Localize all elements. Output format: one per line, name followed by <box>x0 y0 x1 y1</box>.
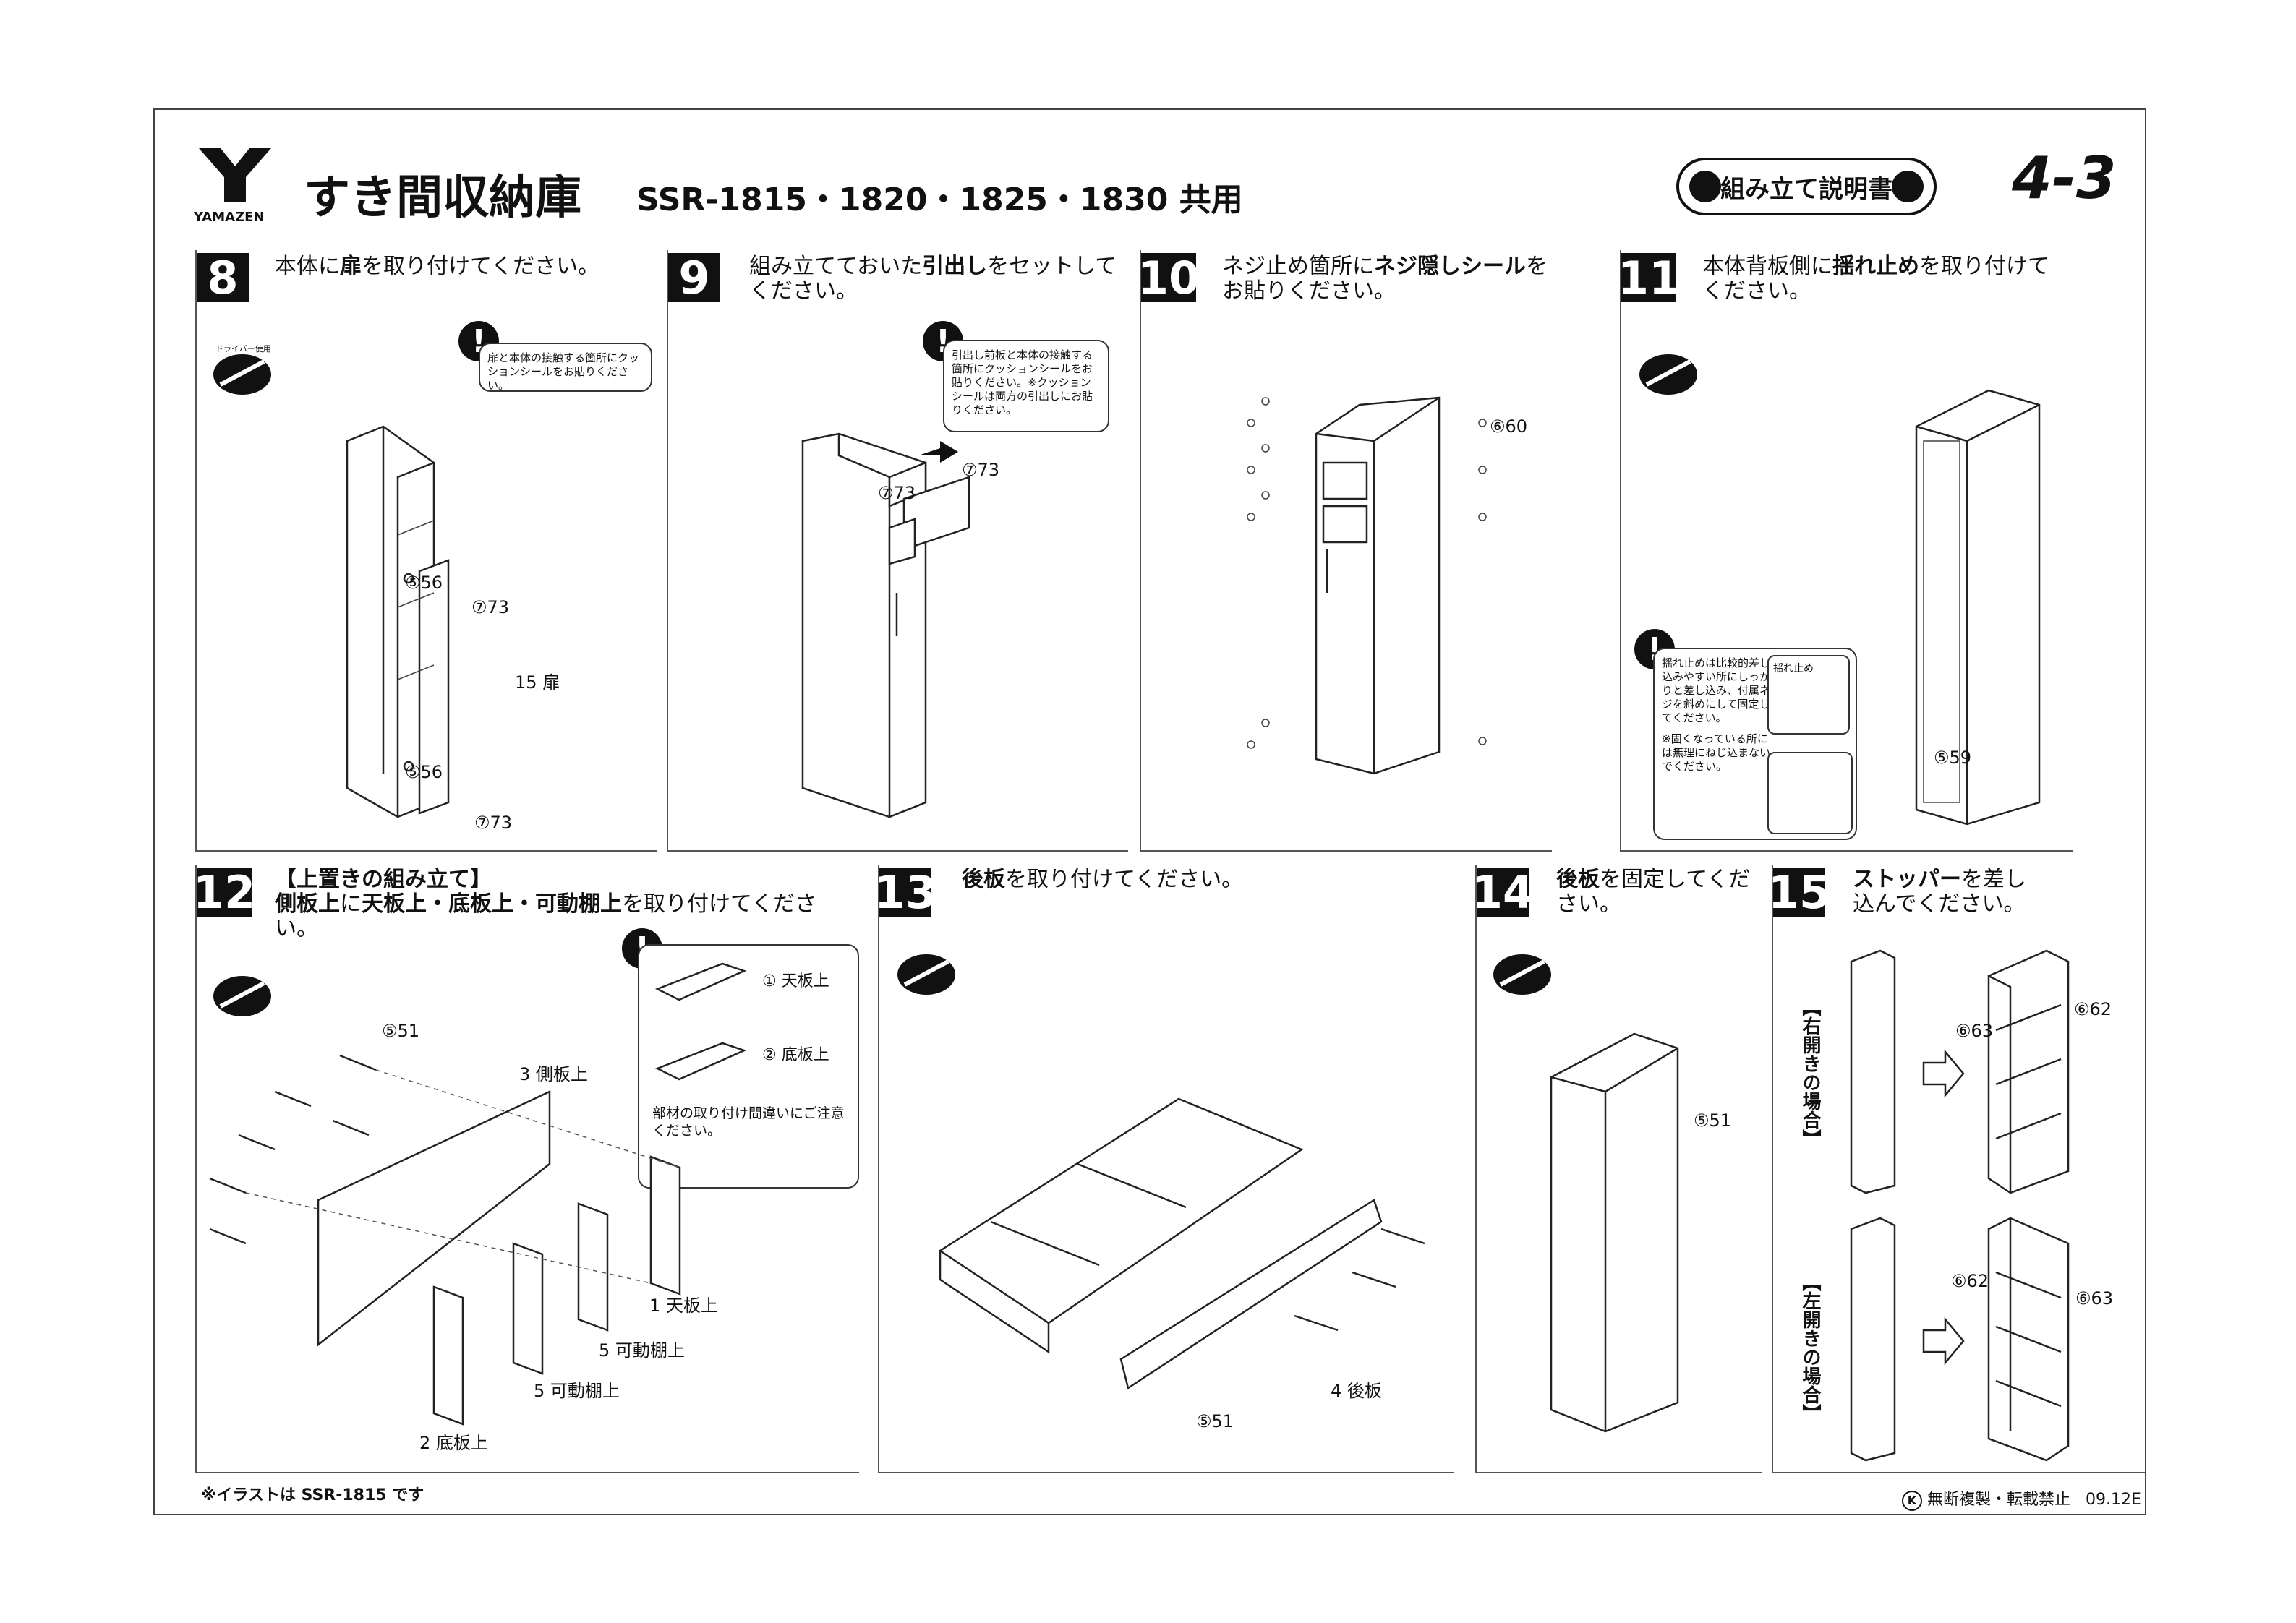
step-12-text: 【上置きの組み立て】 側板上に天板上・底板上・可動棚上を取り付けてください。 <box>275 867 817 941</box>
anti-tip-inset: 揺れ止め <box>1767 655 1850 735</box>
badge-dot-left <box>1689 171 1721 202</box>
shelf-label-1: 5 可動棚上 <box>599 1340 685 1361</box>
bottom-board-icon <box>654 1042 747 1081</box>
right-open-label: 【右開きの場合】 <box>1799 998 1821 1148</box>
top-board-icon <box>654 962 747 1001</box>
part-63-label-2: ⑥63 <box>2075 1288 2114 1309</box>
cabinet-drawer-illustration <box>801 432 970 818</box>
panel-step-12 <box>195 865 859 1473</box>
step-9-text: 組み立てておいた引出しをセットしてください。 <box>749 254 1117 304</box>
step-number: 8 <box>197 252 249 304</box>
top-panel-label: 1 天板上 <box>649 1296 718 1316</box>
part-60-label: ⑥60 <box>1490 416 1528 437</box>
screw-cover-illustration <box>1247 396 1487 775</box>
brand-name: YAMAZEN <box>194 210 265 225</box>
shelf-label-2: 5 可動棚上 <box>534 1381 620 1401</box>
screwdriver-icon <box>1639 354 1697 395</box>
copyright-mark-icon: K <box>1902 1491 1922 1511</box>
cabinet-back-illustration <box>1915 389 2041 826</box>
back-panel-assembly-illustration <box>938 1097 1425 1390</box>
badge-label: 組み立て説明書 <box>1720 174 1892 204</box>
step-number: 12 <box>192 865 256 919</box>
panel-step-11 <box>1620 250 2073 852</box>
part-51-label: ⑤51 <box>382 1021 420 1041</box>
screwdriver-icon <box>897 954 955 995</box>
stopper-left-illustration <box>1850 1217 2070 1462</box>
step-number: 13 <box>874 865 937 919</box>
step-number: 9 <box>668 252 720 304</box>
page-number: 4-3 <box>2012 145 2117 212</box>
side-panel-label: 3 側板上 <box>519 1064 588 1084</box>
document-code: 09.12E <box>2086 1491 2141 1509</box>
document-title: すき間収納庫 <box>304 171 581 225</box>
step-9-note: 引出し前板と本体の接触する箇所にクッションシールをお貼りください。※クッションシ… <box>943 340 1109 432</box>
model-numbers: SSR-1815・1820・1825・1830 共用 <box>636 181 1243 218</box>
bottom-panel-label: 2 底板上 <box>419 1433 488 1453</box>
part-56-label-2: ⑤56 <box>405 762 443 782</box>
part-62-label: ⑥62 <box>2074 999 2112 1019</box>
part-top-label: ① 天板上 <box>762 972 829 990</box>
step-12-note: ① 天板上 ② 底板上 部材の取り付け間違いにご注意ください。 <box>638 944 859 1189</box>
step-number: 10 <box>1137 251 1200 304</box>
step-number: 14 <box>1471 865 1535 919</box>
part-73-label-2: ⑦73 <box>474 813 513 833</box>
step-11-text: 本体背板側に揺れ止めを取り付けてください。 <box>1702 254 2049 304</box>
panel-step-8 <box>195 250 657 852</box>
step-11-note-warning: ※固くなっている所には無理にねじ込まないでください。 <box>1662 732 1771 773</box>
upper-unit-assembly-illustration <box>209 1054 681 1426</box>
step-12-caution-text: 部材の取り付け間違いにご注意ください。 <box>652 1105 845 1139</box>
step-14-text: 後板を固定してください。 <box>1556 867 1751 917</box>
anti-tip-screw-inset <box>1767 752 1853 834</box>
part-73-label-2: ⑦73 <box>962 460 1000 480</box>
screwdriver-icon <box>1493 954 1551 995</box>
step-number: 11 <box>1617 251 1681 304</box>
driver-label: ドライバー使用 <box>215 344 271 354</box>
anti-tip-label: 揺れ止め <box>1773 663 1814 675</box>
back-panel-label: 4 後板 <box>1331 1381 1382 1401</box>
step-10-text: ネジ止め箇所にネジ隠しシールをお貼りください。 <box>1222 254 1548 304</box>
part-59-label: ⑤59 <box>1934 748 1972 768</box>
part-56-label: ⑤56 <box>405 573 443 593</box>
panel-step-10 <box>1140 250 1552 852</box>
part-51-label: ⑤51 <box>1196 1411 1234 1431</box>
part-bottom-label: ② 底板上 <box>762 1046 829 1064</box>
manual-badge: 組み立て説明書 <box>1676 158 1937 215</box>
illustration-note: ※イラストは SSR-1815 です <box>201 1486 424 1504</box>
step-15-text: ストッパーを差し込んでください。 <box>1853 867 2026 917</box>
stopper-right-illustration <box>1850 949 2070 1194</box>
door-label: 15 扉 <box>515 672 560 693</box>
screwdriver-icon: ドライバー使用 <box>213 344 271 395</box>
step-11-note-main: 揺れ止めは比較的差し込みやすい所にしっかりと差し込み、付属ネジを斜めにして固定し… <box>1662 656 1771 724</box>
copyright-text: 無断複製・転載禁止 <box>1927 1491 2071 1509</box>
badge-dot-right <box>1892 171 1924 202</box>
copyright-notice: K 無断複製・転載禁止 09.12E <box>1902 1486 2141 1511</box>
step-8-text: 本体に扉を取り付けてください。 <box>275 254 600 279</box>
left-open-label: 【左開きの場合】 <box>1799 1272 1821 1423</box>
back-panel-fix-illustration <box>1550 1032 1679 1433</box>
panel-step-14 <box>1475 865 1762 1473</box>
panel-step-13 <box>878 865 1454 1473</box>
yamazen-logo <box>199 148 271 202</box>
panel-step-15 <box>1772 865 2145 1473</box>
cabinet-door-illustration <box>346 425 450 818</box>
panel-step-9 <box>667 250 1128 852</box>
step-8-note: 扉と本体の接触する箇所にクッションシールをお貼りください。 <box>479 343 652 392</box>
part-63-label: ⑥63 <box>1955 1021 1994 1041</box>
step-13-text: 後板を取り付けてください。 <box>962 867 1244 892</box>
part-73-label: ⑦73 <box>878 483 916 503</box>
part-73-label: ⑦73 <box>471 597 510 617</box>
part-62-label-2: ⑥62 <box>1951 1271 1989 1291</box>
step-12-heading: 【上置きの組み立て】 <box>275 867 492 892</box>
page-frame <box>153 108 2146 1515</box>
screwdriver-icon <box>213 976 271 1016</box>
part-51-label: ⑤51 <box>1694 1110 1732 1131</box>
step-number: 15 <box>1767 865 1831 919</box>
